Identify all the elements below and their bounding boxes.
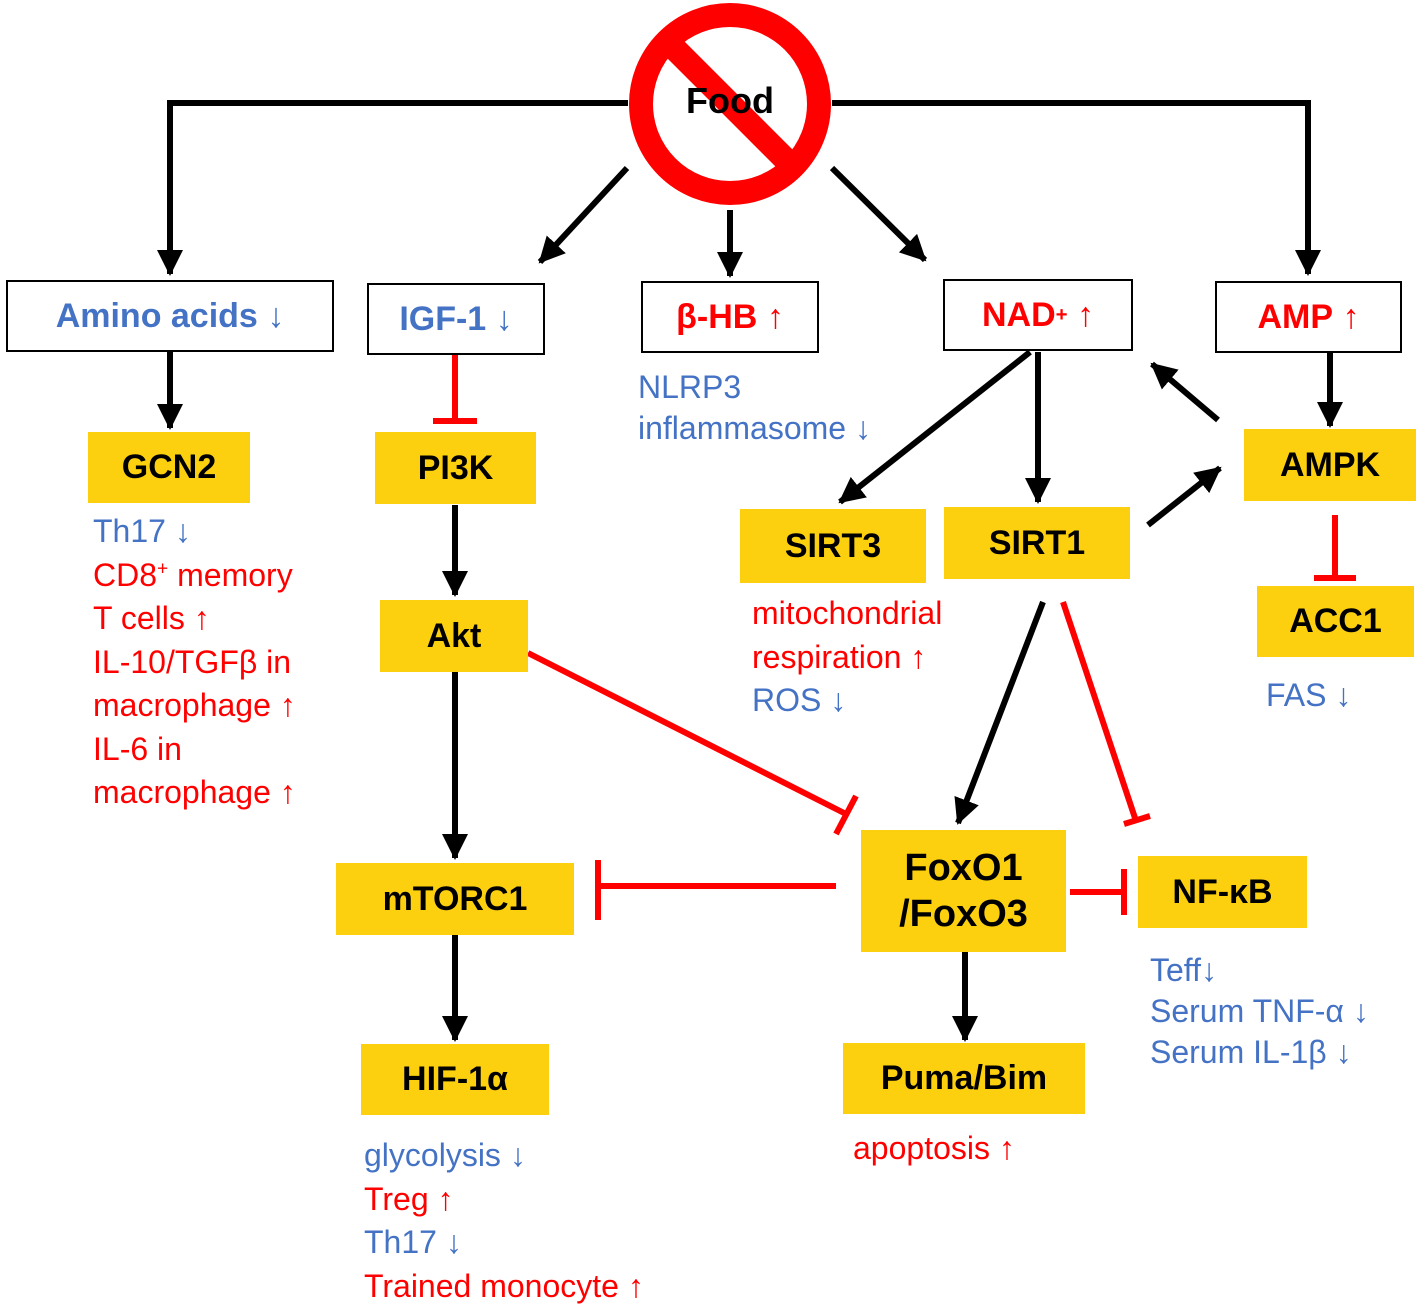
gcn2-effect-tcells: T cells ↑: [93, 600, 210, 636]
edge-food-nad: [829, 165, 928, 263]
sirt3-effects: mitochondrial respiration ↑ ROS ↓: [752, 592, 942, 723]
edge-sirt1-foxo: [954, 600, 1046, 825]
foxo-label-line2: /FoxO3: [899, 893, 1028, 935]
sirt3-box: SIRT3: [740, 509, 926, 583]
gcn2-box: GCN2: [88, 432, 250, 503]
puma-bim-effects: apoptosis ↑: [853, 1127, 1015, 1171]
hif1a-effect-line3: Th17 ↓: [364, 1224, 462, 1260]
hif1a-effect-line2: Treg ↑: [364, 1180, 454, 1217]
foxo-box: FoxO1 /FoxO3: [861, 830, 1066, 952]
gcn2-effect-cd8: CD8+ memory: [93, 556, 293, 593]
sirt3-effect-line1: mitochondrial: [752, 595, 943, 631]
sirt1-box: SIRT1: [944, 507, 1130, 579]
puma-bim-box: Puma/Bim: [843, 1043, 1085, 1114]
hif1a-effects: glycolysis ↓ Treg ↑ Th17 ↓ Trained monoc…: [364, 1134, 644, 1307]
no-food-sign: [629, 3, 831, 205]
akt-box: Akt: [380, 600, 528, 672]
edge-ampk-nad: [1150, 361, 1220, 423]
acc1-effect-line1: FAS ↓: [1266, 677, 1352, 713]
gcn2-effect-il10-line2: macrophage ↑: [93, 687, 296, 723]
hif1a-box: HIF-1α: [361, 1044, 549, 1115]
foxo-label-line1: FoxO1: [904, 847, 1023, 889]
inhibit-sirt1-nfkb-bar: [1123, 813, 1151, 827]
nad-label: NAD: [981, 295, 1056, 334]
nad-arrow: ↑: [1077, 295, 1095, 334]
edge-nad-sirt3: [838, 349, 1032, 505]
gcn2-effect-th17: Th17 ↓: [93, 513, 191, 549]
gcn2-effects: Th17 ↓ CD8+ memory T cells ↑ IL-10/TGFβ …: [93, 510, 296, 815]
bhb-effect-line1: NLRP3: [638, 369, 742, 405]
nfkb-box: NF-κB: [1138, 856, 1307, 928]
bhb-effects: NLRP3 inflammasome ↓: [638, 367, 871, 449]
nfkb-effect-line1: Teff↓: [1150, 952, 1217, 988]
acc1-box: ACC1: [1257, 586, 1414, 657]
edge-food-igf1: [537, 165, 630, 265]
bhb-effect-line2: inflammasome ↓: [638, 410, 871, 446]
amp-arrow: ↑: [1342, 297, 1360, 336]
amp-label: AMP: [1257, 297, 1334, 336]
igf1-arrow: ↓: [495, 299, 513, 338]
nfkb-effect-line2: Serum TNF-α ↓: [1150, 993, 1369, 1029]
sirt3-effect-line2: respiration ↑: [752, 638, 927, 675]
nad-box: NAD+ ↑: [943, 279, 1133, 351]
bhb-arrow: ↑: [766, 297, 784, 336]
gcn2-effect-il10-line1: IL-10/TGFβ in: [93, 643, 292, 680]
hif1a-effect-line4: Trained monocyte ↑: [364, 1267, 644, 1304]
nfkb-effects: Teff↓ Serum TNF-α ↓ Serum IL-1β ↓: [1150, 950, 1369, 1073]
puma-bim-effect-line1: apoptosis ↑: [853, 1130, 1015, 1166]
edge-food-amino-acids: [157, 100, 628, 276]
sirt3-effect-line3: ROS ↓: [752, 682, 847, 718]
igf1-box: IGF-1 ↓: [367, 283, 545, 355]
gcn2-effect-il6-line1: IL-6 in: [93, 730, 182, 767]
igf1-label: IGF-1: [399, 299, 487, 338]
nfkb-effect-line3: Serum IL-1β ↓: [1150, 1034, 1352, 1070]
mtorc1-box: mTORC1: [336, 863, 574, 935]
amino-acids-arrow: ↓: [267, 296, 285, 335]
edge-food-amp: [832, 100, 1321, 276]
acc1-effects: FAS ↓: [1266, 674, 1351, 718]
hif1a-effect-line1: glycolysis ↓: [364, 1137, 526, 1173]
food-label: Food: [686, 80, 774, 121]
inhibit-akt-foxo: [526, 650, 850, 818]
pi3k-box: PI3K: [375, 432, 536, 504]
inhibit-sirt1-nfkb: [1060, 601, 1138, 819]
ampk-box: AMPK: [1244, 429, 1416, 501]
edge-sirt1-ampk: [1146, 465, 1222, 528]
amino-acids-box: Amino acids ↓: [6, 280, 334, 352]
amino-acids-label: Amino acids: [55, 296, 258, 335]
inhibit-akt-foxo-bar: [833, 794, 859, 836]
bhb-box: β-HB ↑: [641, 281, 819, 353]
gcn2-effect-il6-line2: macrophage ↑: [93, 774, 296, 810]
bhb-label: β-HB: [676, 297, 758, 336]
amp-box: AMP ↑: [1215, 281, 1402, 353]
